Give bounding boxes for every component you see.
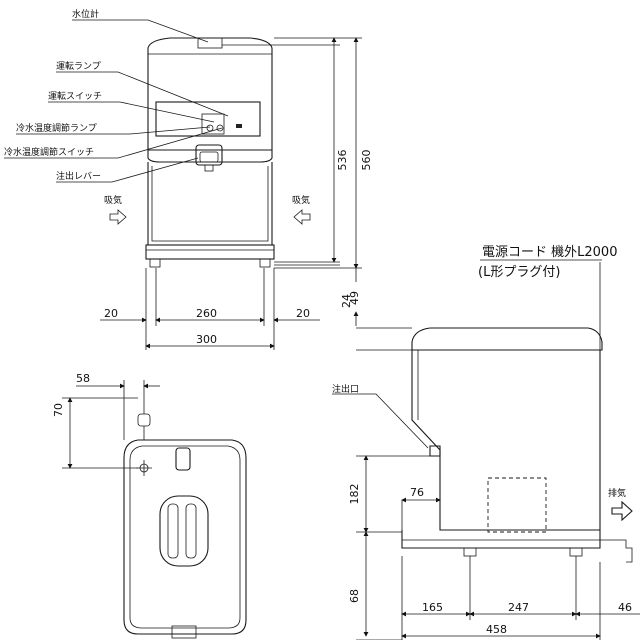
side-view bbox=[332, 327, 633, 563]
label-intake-left: 吸気 bbox=[104, 194, 122, 206]
dim-w247: 247 bbox=[508, 601, 529, 614]
intake-right-arrow-icon bbox=[293, 209, 311, 225]
top-body-outline bbox=[123, 439, 247, 635]
front-water-gauge bbox=[197, 37, 223, 49]
side-horizontal-dims bbox=[401, 556, 640, 640]
side-drain bbox=[600, 539, 633, 563]
top-view bbox=[123, 413, 247, 639]
label-dispense-lever: 注出レバー bbox=[56, 170, 101, 182]
label-operation-lamp: 運転ランプ bbox=[56, 61, 101, 72]
dim-h24: 24 bbox=[340, 294, 353, 308]
side-vent-dashed bbox=[487, 477, 547, 533]
front-control-panel bbox=[155, 101, 261, 137]
dim-h49: 49 bbox=[348, 291, 361, 305]
front-horizontal-dims bbox=[100, 268, 320, 350]
dim-w58: 58 bbox=[76, 372, 90, 385]
side-dim-76 bbox=[401, 497, 441, 530]
label-operation-switch: 運転スイッチ bbox=[48, 91, 102, 102]
side-vertical-dims bbox=[356, 327, 430, 640]
dim-w458: 458 bbox=[486, 623, 507, 636]
dim-h68: 68 bbox=[348, 589, 361, 603]
dim-w20-left: 20 bbox=[104, 307, 118, 320]
intake-left-arrow-icon bbox=[109, 209, 127, 225]
label-intake-right: 吸気 bbox=[292, 194, 310, 206]
dim-h70: 70 bbox=[52, 403, 65, 417]
side-body bbox=[411, 350, 601, 531]
side-tank-top bbox=[411, 327, 603, 351]
top-vent bbox=[175, 447, 191, 471]
front-lower-body bbox=[147, 162, 273, 246]
label-exhaust: 排気 bbox=[608, 487, 626, 499]
front-view bbox=[109, 37, 340, 268]
dim-w165: 165 bbox=[422, 601, 443, 614]
label-cold-temp-lamp: 冷水温度調節ランプ bbox=[16, 122, 97, 134]
exhaust-arrow-icon bbox=[611, 500, 633, 522]
front-base bbox=[145, 244, 275, 260]
dim-h560: 560 bbox=[360, 150, 373, 171]
front-tank-body bbox=[147, 37, 273, 151]
dim-w20-right: 20 bbox=[296, 307, 310, 320]
dim-w76: 76 bbox=[410, 486, 424, 499]
power-cord-line2: (L形プラグ付) bbox=[478, 265, 560, 280]
side-base bbox=[401, 530, 601, 549]
dim-h536: 536 bbox=[336, 150, 349, 171]
power-cord-line1: 電源コード 機外L2000 bbox=[482, 245, 617, 260]
front-vertical-dims bbox=[222, 37, 362, 326]
dim-w300: 300 bbox=[196, 333, 217, 346]
front-leaders bbox=[4, 19, 229, 183]
top-handle bbox=[159, 495, 209, 567]
dim-w46: 46 bbox=[618, 601, 632, 614]
top-dims bbox=[62, 380, 160, 469]
label-cold-temp-switch: 冷水温度調節スイッチ bbox=[4, 146, 94, 158]
label-spout: 注出口 bbox=[332, 383, 359, 395]
side-spout bbox=[429, 445, 441, 457]
dim-h182: 182 bbox=[348, 484, 361, 505]
top-spout bbox=[137, 413, 151, 427]
label-water-gauge: 水位計 bbox=[72, 8, 99, 20]
dim-w260: 260 bbox=[196, 307, 217, 320]
